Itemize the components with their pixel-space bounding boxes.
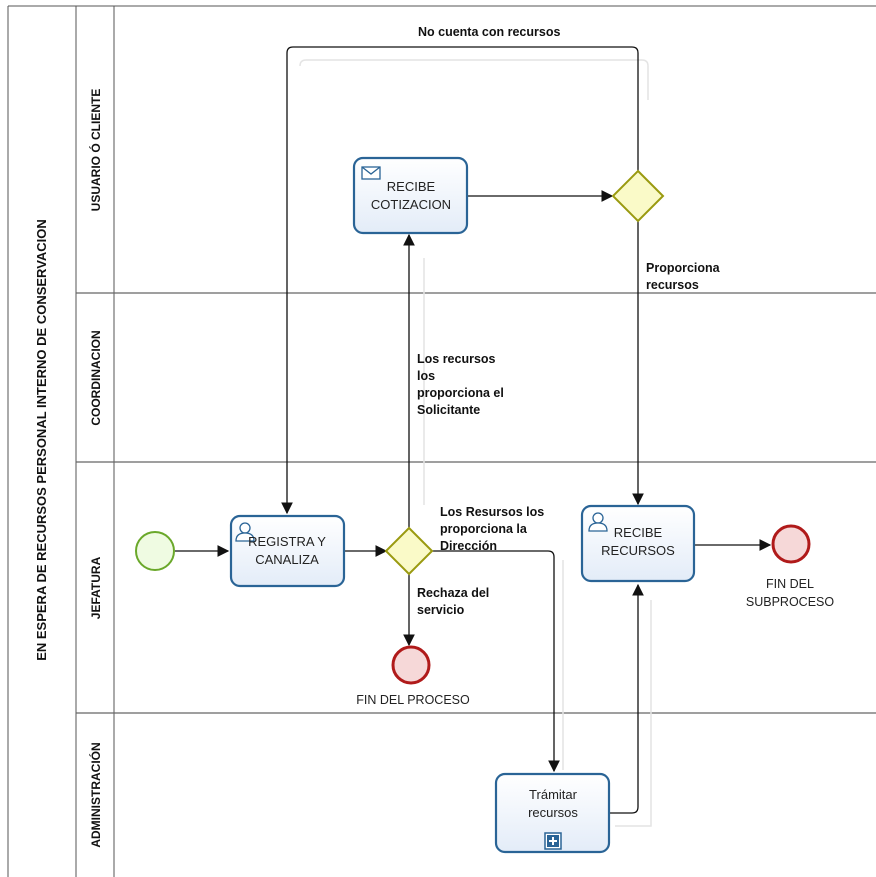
- ghost-guide-top: [299, 59, 649, 100]
- flow-label-proporciona-1: Proporciona: [646, 261, 721, 275]
- task-recibe-recursos-line1: RECIBE: [614, 525, 663, 540]
- flow-label-direccion-2: proporciona la: [440, 522, 528, 536]
- flow-tramitar-to-recibe-recursos[interactable]: [609, 583, 644, 814]
- lane-title-jefatura: JEFATURA: [89, 556, 103, 619]
- flow-label-rechaza-2: servicio: [417, 603, 465, 617]
- task-recibe-recursos-box[interactable]: [580, 504, 696, 583]
- flow-gateway-to-tramitar[interactable]: [432, 550, 560, 773]
- pool-title: EN ESPERA DE RECURSOS PERSONAL INTERNO D…: [34, 219, 49, 661]
- gateway-jefatura[interactable]: [384, 526, 434, 576]
- task-registra-canaliza[interactable]: REGISTRA Y CANALIZA: [229, 514, 346, 588]
- task-recibe-cotizacion[interactable]: RECIBE COTIZACION: [352, 156, 469, 235]
- task-recibe-cotizacion-box[interactable]: [352, 156, 469, 235]
- flow-label-solicitante-2: los: [417, 369, 435, 383]
- ghost-guide-bottom: [615, 600, 652, 827]
- task-recibe-cotizacion-line1: RECIBE: [387, 179, 436, 194]
- task-registra-canaliza-box[interactable]: [229, 514, 346, 588]
- task-recibe-recursos-line2: RECURSOS: [601, 543, 675, 558]
- flow-label-solicitante-3: proporciona el: [417, 386, 504, 400]
- task-registra-canaliza-line1: REGISTRA Y: [248, 534, 326, 549]
- flow-label-direccion-3: Dirección: [440, 539, 497, 553]
- flow-label-solicitante-4: Solicitante: [417, 403, 480, 417]
- start-event[interactable]: [135, 531, 175, 571]
- end-event-fin-proceso[interactable]: [391, 645, 431, 685]
- flow-label-no-cuenta: No cuenta con recursos: [418, 25, 560, 39]
- flow-label-direccion-1: Los Resursos los: [440, 505, 544, 519]
- subprocess-tramitar-line1: Trámitar: [529, 787, 578, 802]
- flow-no-cuenta-to-registra[interactable]: [281, 46, 639, 515]
- subprocess-plus-icon[interactable]: [544, 832, 562, 850]
- ghost-guides: [299, 59, 652, 827]
- lane-separators: [76, 292, 876, 714]
- subprocess-tramitar-line2: recursos: [528, 805, 578, 820]
- pool: EN ESPERA DE RECURSOS PERSONAL INTERNO D…: [7, 5, 876, 877]
- lane-title-coordinacion: COORDINACION: [89, 330, 103, 425]
- flow-label-proporciona-2: recursos: [646, 278, 699, 292]
- flow-label-rechaza-1: Rechaza del: [417, 586, 489, 600]
- sequence-flows: [175, 46, 772, 814]
- end-event-fin-proceso-label: FIN DEL PROCESO: [356, 693, 470, 707]
- gateway-usuario[interactable]: [611, 169, 665, 223]
- task-recibe-recursos[interactable]: RECIBE RECURSOS: [580, 504, 696, 583]
- end-event-fin-subproceso[interactable]: [771, 524, 811, 564]
- end-event-fin-subproceso-line1: FIN DEL: [766, 577, 814, 591]
- flow-label-solicitante-1: Los recursos: [417, 352, 496, 366]
- task-recibe-cotizacion-line2: COTIZACION: [371, 197, 451, 212]
- lane-title-usuario: USUARIO Ó CLIENTE: [88, 89, 103, 212]
- subprocess-tramitar-recursos[interactable]: Trámitar recursos: [494, 772, 611, 854]
- subprocess-tramitar-box[interactable]: [494, 772, 611, 854]
- user-icon: [588, 512, 608, 532]
- task-registra-canaliza-line2: CANALIZA: [255, 552, 319, 567]
- envelope-icon: [361, 166, 381, 180]
- lane-title-administracion: ADMINISTRACIÓN: [88, 742, 103, 847]
- end-event-fin-subproceso-line2: SUBPROCESO: [746, 595, 834, 609]
- user-icon: [235, 522, 255, 542]
